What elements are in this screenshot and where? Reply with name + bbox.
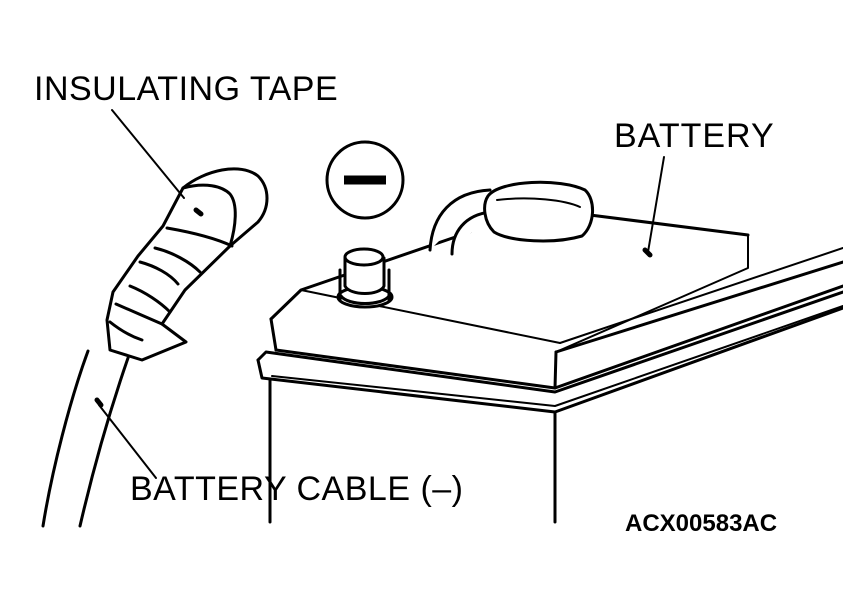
battery-cable: [41, 349, 130, 528]
insulating-tape-label: INSULATING TAPE: [34, 70, 339, 108]
tape-leader-dot: [193, 207, 204, 217]
negative-terminal-symbol: [325, 140, 405, 220]
cable-leader-dot: [94, 397, 104, 408]
battery-leader-dot: [642, 247, 653, 258]
tape-leader-line: [111, 109, 185, 199]
cable-leader-line: [98, 404, 157, 479]
positive-terminal-cap: [428, 180, 594, 256]
battery-leader-line: [647, 156, 665, 253]
negative-terminal-post: [336, 247, 394, 309]
insulating-tape-wrap: [105, 167, 269, 362]
figure-code: ACX00583AC: [625, 510, 778, 537]
battery-label: BATTERY: [614, 117, 775, 155]
battery-cable-label: BATTERY CABLE (–): [130, 470, 464, 508]
